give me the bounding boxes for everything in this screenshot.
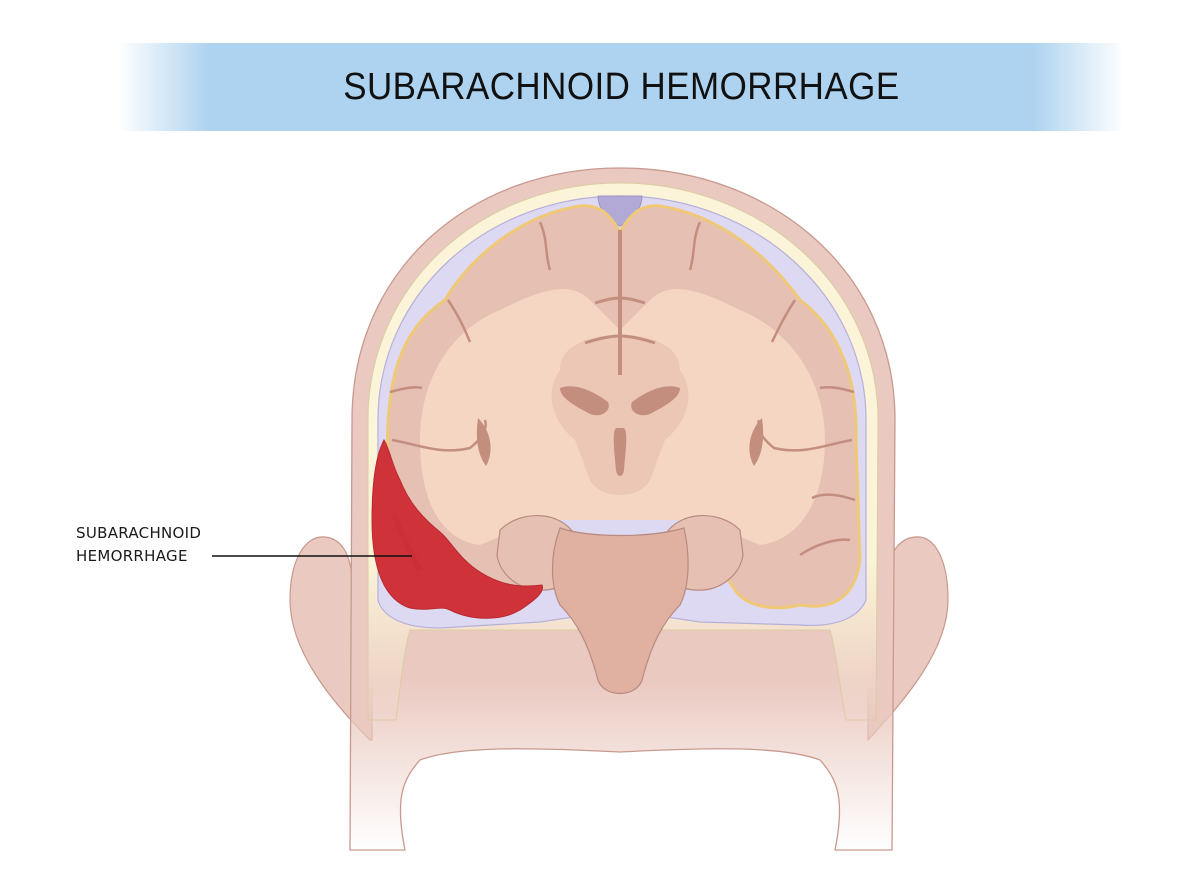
right-insula-sulcus <box>749 418 764 466</box>
hemorrhage-label-line2: HEMORRHAGE <box>76 547 188 565</box>
hemorrhage-label: SUBARACHNOID HEMORRHAGE <box>76 522 201 568</box>
third-ventricle <box>613 428 627 476</box>
hemorrhage-region <box>371 438 544 619</box>
central-gray-region <box>551 335 689 495</box>
title-banner: SUBARACHNOID HEMORRHAGE <box>118 43 1124 131</box>
fissure-branch <box>594 296 646 305</box>
hemorrhage-label-line1: SUBARACHNOID <box>76 524 202 542</box>
brainstem <box>551 527 689 694</box>
hemorrhage-shading <box>391 513 423 572</box>
fissure-branch <box>584 334 656 345</box>
left-insula-sulcus <box>476 418 491 466</box>
left-lateral-ventricle <box>560 386 609 416</box>
diagram-title: SUBARACHNOID HEMORRHAGE <box>342 65 900 108</box>
right-lateral-ventricle <box>631 386 680 416</box>
